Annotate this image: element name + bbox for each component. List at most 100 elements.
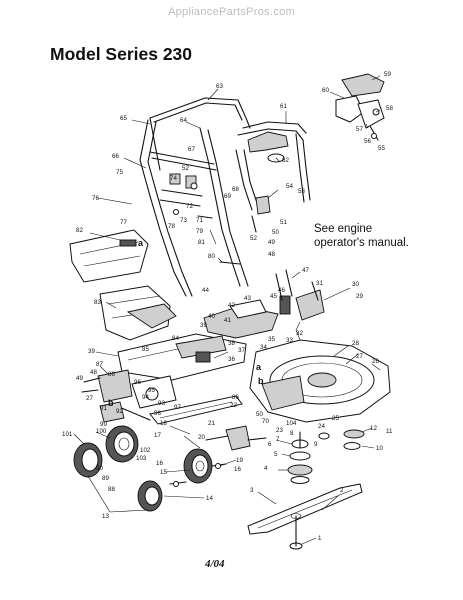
section-letter-b-left: b <box>108 398 114 408</box>
callout-27-right: 27 <box>356 353 363 360</box>
front-wheel-outer <box>73 442 103 478</box>
callout-2: 2 <box>340 487 344 494</box>
callout-79: 79 <box>196 228 203 235</box>
callout-104: 104 <box>286 420 297 427</box>
callout-61: 61 <box>280 103 287 110</box>
callout-44: 44 <box>202 287 209 294</box>
callout-16-left: 16 <box>156 460 163 467</box>
mower-deck <box>249 321 391 423</box>
callout-6: 6 <box>268 441 272 448</box>
callout-96: 96 <box>134 379 141 386</box>
callout-5: 5 <box>274 451 278 458</box>
deck-baffle <box>149 395 243 425</box>
callout-91: 91 <box>100 405 107 412</box>
watermark: AppliancePartsPros.com <box>167 6 296 18</box>
callout-86-lower: 86 <box>232 394 239 401</box>
callout-93: 93 <box>158 400 165 407</box>
height-adjuster-left <box>81 369 177 423</box>
callout-68: 68 <box>232 186 239 193</box>
callout-74: 74 <box>170 175 177 182</box>
callout-85: 85 <box>142 346 149 353</box>
callout-69: 69 <box>224 193 231 200</box>
callout-48-upper: 48 <box>268 251 275 258</box>
callout-65: 65 <box>120 115 127 122</box>
callout-48-lower: 48 <box>90 369 97 376</box>
callout-52-upper: 52 <box>182 165 189 172</box>
callout-77: 77 <box>120 219 127 226</box>
callout-13: 13 <box>102 513 109 520</box>
engine-manual-note: See engine operator's manual. <box>314 222 409 250</box>
callout-76: 76 <box>92 195 99 202</box>
callout-102: 102 <box>140 447 151 454</box>
callout-9: 9 <box>314 441 318 448</box>
callout-18: 18 <box>160 420 167 427</box>
callout-3: 3 <box>250 487 254 494</box>
callout-23: 23 <box>276 427 283 434</box>
front-wheel-large <box>105 425 139 463</box>
callout-78: 78 <box>168 223 175 230</box>
callout-10: 10 <box>376 445 383 452</box>
callout-83: 83 <box>94 299 101 306</box>
callout-84: 84 <box>172 335 179 342</box>
callout-70: 70 <box>262 418 269 425</box>
callout-57: 57 <box>356 126 363 133</box>
callout-43: 43 <box>244 295 251 302</box>
rear-deflector <box>117 333 247 381</box>
section-letter-a-lower: a <box>256 362 262 372</box>
callout-46: 46 <box>278 287 285 294</box>
callout-28: 28 <box>352 340 359 347</box>
callout-15: 15 <box>160 469 167 476</box>
callout-4: 4 <box>264 465 268 472</box>
callout-98: 98 <box>154 410 161 417</box>
callout-labels: 63 65 64 61 59 60 58 57 56 55 62 67 66 5… <box>62 71 393 542</box>
callout-60: 60 <box>322 87 329 94</box>
callout-92: 92 <box>116 408 123 415</box>
callout-52-lower: 52 <box>250 235 257 242</box>
callout-27-left: 27 <box>86 395 93 402</box>
callout-40: 40 <box>208 313 215 320</box>
callout-55: 55 <box>378 145 385 152</box>
callout-47: 47 <box>302 267 309 274</box>
callout-50-lower: 50 <box>256 411 263 418</box>
callout-90: 90 <box>96 465 103 472</box>
callout-11: 11 <box>386 428 393 435</box>
rear-wheel <box>183 448 213 484</box>
callout-30: 30 <box>352 281 359 288</box>
rear-wheel-outer <box>137 480 163 512</box>
callout-94: 94 <box>142 394 149 401</box>
callout-72: 72 <box>186 203 193 210</box>
blade-bolt <box>289 513 303 550</box>
callout-12: 12 <box>370 425 377 432</box>
callout-97: 97 <box>174 404 181 411</box>
callout-95: 95 <box>148 387 155 394</box>
callout-99: 99 <box>100 421 107 428</box>
callout-50-upper: 50 <box>272 229 279 236</box>
callout-81: 81 <box>198 239 205 246</box>
leader-lines <box>73 75 381 545</box>
callout-88: 88 <box>108 486 115 493</box>
callout-75: 75 <box>116 169 123 176</box>
callout-56: 56 <box>364 138 371 145</box>
section-letter-b-right: b <box>258 376 264 386</box>
callout-87: 87 <box>96 361 103 368</box>
callout-49-upper: 49 <box>268 239 275 246</box>
callout-54: 54 <box>286 183 293 190</box>
engine-note-line-1: See engine <box>314 223 373 235</box>
engine-mount-parts <box>203 269 325 339</box>
callout-100: 100 <box>96 428 107 435</box>
callout-26: 26 <box>372 358 379 365</box>
callout-62: 62 <box>282 157 289 164</box>
mower-blade <box>247 483 363 535</box>
revision-date: 4/04 <box>205 558 225 570</box>
callout-7: 7 <box>276 436 280 443</box>
callout-89: 89 <box>102 475 109 482</box>
callout-35: 35 <box>268 336 275 343</box>
callout-20: 20 <box>198 434 205 441</box>
section-letters: a a b b <box>108 238 264 408</box>
callout-53: 53 <box>298 188 305 195</box>
callout-24: 24 <box>318 423 325 430</box>
callout-45: 45 <box>270 293 277 300</box>
callout-49-lower: 49 <box>76 375 83 382</box>
callout-38: 38 <box>228 340 235 347</box>
